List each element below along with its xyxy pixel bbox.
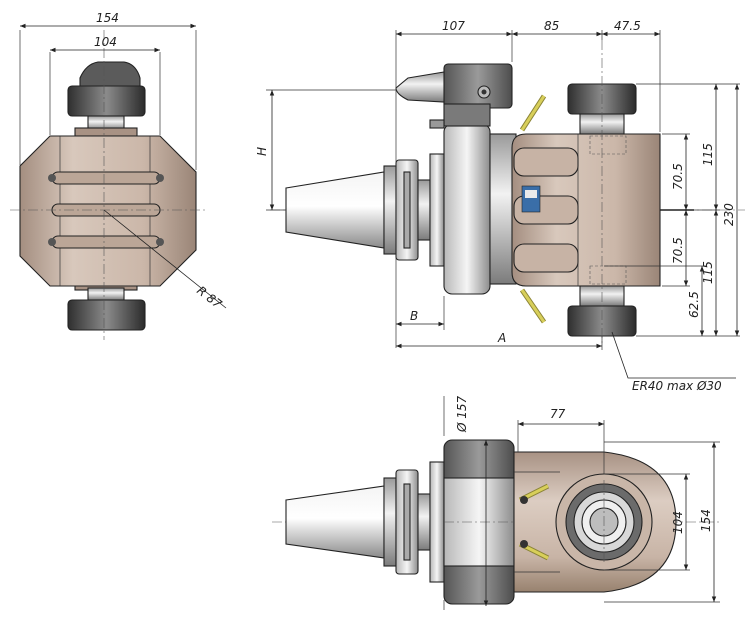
dim-side-B: B bbox=[410, 309, 418, 323]
side-top-collet bbox=[567, 83, 637, 135]
dim-side-62-5: 62.5 bbox=[687, 291, 701, 318]
dim-side-A: A bbox=[497, 331, 506, 345]
dim-front-104: 104 bbox=[94, 35, 117, 49]
dim-side-115-bottom: 115 bbox=[701, 261, 715, 284]
front-top-collet bbox=[67, 61, 146, 137]
front-bottom-collet bbox=[67, 281, 146, 331]
dim-side-107: 107 bbox=[442, 19, 465, 33]
top-collet-nut bbox=[555, 473, 653, 571]
side-taper-cone bbox=[285, 171, 385, 249]
dim-front-r87: R 87 bbox=[194, 283, 225, 311]
side-view: 107 85 47.5 H B A 70.5 70.5 115 115 230 bbox=[255, 19, 745, 393]
dim-side-85: 85 bbox=[544, 19, 559, 33]
dim-top-dia-157: Ø 157 bbox=[455, 395, 469, 433]
brand-badge bbox=[521, 185, 541, 213]
side-main-flange bbox=[443, 123, 491, 295]
top-view: Ø 157 77 104 154 bbox=[272, 395, 720, 610]
front-view: 154 104 R 87 bbox=[10, 11, 227, 340]
dim-side-H: H bbox=[255, 147, 269, 156]
collet-note: ER40 max Ø30 bbox=[632, 379, 722, 393]
dim-top-77: 77 bbox=[550, 407, 566, 421]
dim-side-230: 230 bbox=[722, 203, 736, 226]
dim-top-104: 104 bbox=[671, 511, 685, 534]
dim-top-154: 154 bbox=[699, 509, 713, 532]
dim-side-47-5: 47.5 bbox=[614, 19, 641, 33]
dim-side-70-5-bottom: 70.5 bbox=[671, 237, 685, 264]
dim-side-115-top: 115 bbox=[701, 143, 715, 166]
top-taper-cone bbox=[285, 485, 385, 559]
dim-front-154: 154 bbox=[96, 11, 119, 25]
dim-side-70-5-top: 70.5 bbox=[671, 163, 685, 190]
